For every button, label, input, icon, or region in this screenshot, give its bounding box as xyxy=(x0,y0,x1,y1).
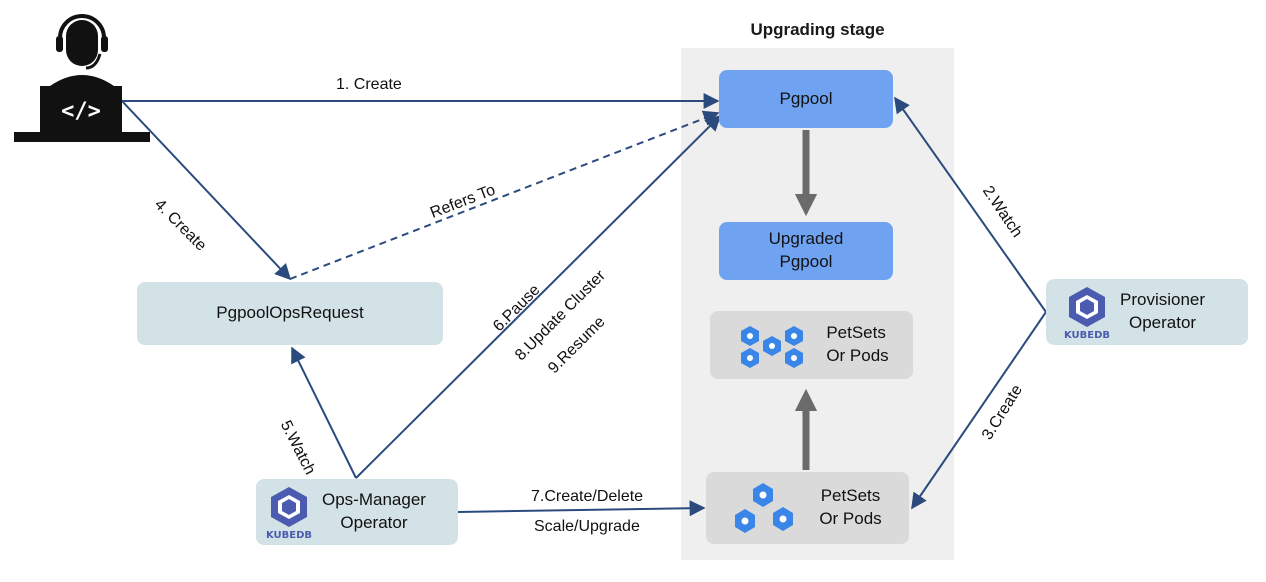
petsets-top-label: PetSets Or Pods xyxy=(826,323,889,365)
pgpool-label: Pgpool xyxy=(779,88,833,108)
pgpool-ops-request-node: PgpoolOpsRequest xyxy=(137,282,443,345)
petsets-bottom-node: PetSets Or Pods xyxy=(706,472,909,544)
edge-watch-2 xyxy=(894,96,1047,313)
kubedb-logo-text: KUBEDB xyxy=(266,530,312,539)
edge-create-3 xyxy=(911,311,1047,510)
petsets-bottom-label: PetSets Or Pods xyxy=(819,486,882,528)
stage-title: Upgrading stage xyxy=(750,20,885,39)
label-scale-upgrade: Scale/Upgrade xyxy=(534,518,640,535)
provisioner-operator-node: KUBEDB Provisioner Operator xyxy=(1046,279,1248,345)
petsets-top-node: PetSets Or Pods xyxy=(710,311,913,379)
provisioner-label: Provisioner Operator xyxy=(1120,290,1206,332)
pod-cluster-icon xyxy=(735,483,794,533)
edge-watch-5 xyxy=(291,346,357,479)
svg-text:</>: </> xyxy=(61,99,101,124)
kubedb-logo-icon: KUBEDB xyxy=(1064,287,1110,339)
pgpool-node: Pgpool xyxy=(719,70,893,128)
upgraded-pgpool-label: Upgraded Pgpool xyxy=(768,229,844,271)
edge-pause-update-resume xyxy=(355,114,722,479)
edge-refers-to xyxy=(289,110,720,280)
kubedb-logo-icon: KUBEDB xyxy=(266,487,312,539)
edge-create-delete-7 xyxy=(457,500,706,517)
label-create-1: 1. Create xyxy=(336,76,402,93)
edge-create-4 xyxy=(121,100,292,281)
developer-icon: </> xyxy=(14,14,150,142)
upgraded-pgpool-node: Upgraded Pgpool xyxy=(719,222,893,280)
label-create-delete-7: 7.Create/Delete xyxy=(531,488,644,505)
ops-manager-operator-node: KUBEDB Ops-Manager Operator xyxy=(256,479,458,545)
pod-cluster-icon xyxy=(741,326,804,368)
ops-request-label: PgpoolOpsRequest xyxy=(216,303,364,323)
kubedb-logo-text: KUBEDB xyxy=(1064,330,1110,339)
ops-manager-label: Ops-Manager Operator xyxy=(322,490,426,532)
